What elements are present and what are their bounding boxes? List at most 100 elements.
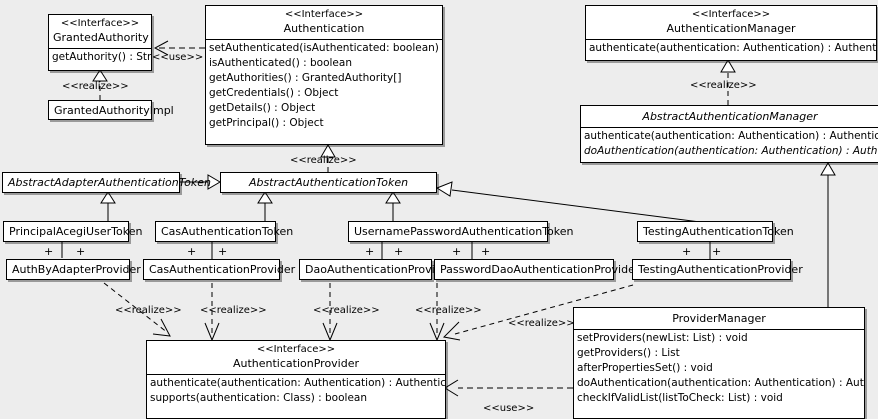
name-compartment: TestingAuthenticationProvider [633,260,803,280]
class-name: AuthenticationProvider [232,357,360,370]
edge-label-use-granted-authority: <<use>> [152,52,204,63]
operation-row: isAuthenticated() : boolean [209,57,352,69]
operation-row: getAuthority() : String [52,51,151,63]
class-name: AuthenticationManager [666,22,796,35]
class-granted-authority[interactable]: <<Interface>> GrantedAuthority getAuthor… [48,14,152,71]
edge-label-realize-dao-provider: <<realize>> [313,305,380,316]
name-compartment: DaoAuthenticationProvider [300,260,453,280]
name-compartment: AuthByAdapterProvider [7,260,141,280]
stereotype-label: <<Interface>> [60,18,140,29]
class-name: PrincipalAcegiUserToken [9,225,143,238]
class-abstract-adapter-authentication-token[interactable]: AbstractAdapterAuthenticationToken [2,172,211,193]
class-testing-authentication-token[interactable]: TestingAuthenticationToken [637,221,794,242]
class-name: ProviderManager [672,312,766,325]
class-cas-authentication-provider[interactable]: CasAuthenticationProvider [143,259,296,280]
operation-row: doAuthentication(authentication: Authent… [577,377,864,389]
edge-label-realize-granted-authority-impl: <<realize>> [62,81,129,92]
operations-compartment: setAuthenticated(isAuthenticated: boolea… [206,39,442,132]
name-compartment: PasswordDaoAuthenticationProvider [435,260,640,280]
class-name: UsernamePasswordAuthenticationToken [354,225,574,238]
class-username-password-authentication-token[interactable]: UsernamePasswordAuthenticationToken [348,221,574,242]
class-testing-authentication-provider[interactable]: TestingAuthenticationProvider [632,259,803,280]
name-compartment: <<Interface>> AuthenticationManager [586,6,876,39]
class-provider-manager[interactable]: ProviderManager setProviders(newList: Li… [573,307,865,419]
class-name: TestingAuthenticationProvider [638,263,803,276]
name-compartment: <<Interface>> GrantedAuthority [49,15,151,48]
operations-compartment: authenticate(authentication: Authenticat… [581,127,878,160]
edge-label-realize-password-dao-provider: <<realize>> [415,305,482,316]
name-compartment: TestingAuthenticationToken [638,222,794,242]
operations-compartment: getAuthority() : String [49,48,151,66]
class-name: PasswordDaoAuthenticationProvider [440,263,640,276]
association-marker-plus: + [187,245,197,258]
class-name: GrantedAuthority [53,31,149,44]
class-name: TestingAuthenticationToken [643,225,794,238]
association-marker-plus: + [76,245,86,258]
class-name: DaoAuthenticationProvider [305,263,453,276]
class-name: AbstractAuthenticationManager [642,110,818,123]
name-compartment: GrantedAuthorityImpl [49,101,174,121]
name-compartment: ProviderManager [574,308,864,329]
class-password-dao-authentication-provider[interactable]: PasswordDaoAuthenticationProvider [434,259,640,280]
name-compartment: AbstractAuthenticationToken [221,173,436,193]
operation-row: authenticate(authentication: Authenticat… [589,42,876,54]
name-compartment: AbstractAdapterAuthenticationToken [3,173,211,193]
class-name: GrantedAuthorityImpl [54,104,174,117]
class-name: AuthByAdapterProvider [12,263,141,276]
association-marker-plus: + [712,245,722,258]
operation-row: checkIfValidList(listToCheck: List) : vo… [577,392,783,404]
edge-label-realize-abstract-authentication-token: <<realize>> [290,155,357,166]
class-name: AbstractAuthenticationToken [248,176,409,189]
edge-label-realize-authentication-manager: <<realize>> [690,80,757,91]
operation-row: getDetails() : Object [209,102,316,114]
association-marker-plus: + [394,245,404,258]
class-abstract-authentication-manager[interactable]: AbstractAuthenticationManager authentica… [580,105,878,163]
operations-compartment: setProviders(newList: List) : void getPr… [574,329,864,407]
class-name: Authentication [283,22,365,35]
class-name: CasAuthenticationProvider [149,263,296,276]
edge-label-use-provider-manager: <<use>> [483,403,535,414]
edge-label-realize-testing-provider: <<realize>> [508,318,575,329]
class-authentication[interactable]: <<Interface>> Authentication setAuthenti… [205,5,443,145]
name-compartment: PrincipalAcegiUserToken [4,222,143,242]
class-authentication-provider[interactable]: <<Interface>> AuthenticationProvider aut… [146,340,446,419]
name-compartment: <<Interface>> AuthenticationProvider [147,341,445,374]
name-compartment: CasAuthenticationProvider [144,260,296,280]
operations-compartment: authenticate(authentication: Authenticat… [147,374,445,407]
class-authentication-manager[interactable]: <<Interface>> AuthenticationManager auth… [585,5,877,61]
name-compartment: <<Interface>> Authentication [206,6,442,39]
operation-row: afterPropertiesSet() : void [577,362,713,374]
class-cas-authentication-token[interactable]: CasAuthenticationToken [155,221,294,242]
name-compartment: UsernamePasswordAuthenticationToken [349,222,574,242]
name-compartment: AbstractAuthenticationManager [581,106,878,127]
class-auth-by-adapter-provider[interactable]: AuthByAdapterProvider [6,259,141,280]
class-dao-authentication-provider[interactable]: DaoAuthenticationProvider [299,259,453,280]
association-marker-plus: + [218,245,228,258]
operation-row: getProviders() : List [577,347,680,359]
class-granted-authority-impl[interactable]: GrantedAuthorityImpl [48,100,174,121]
stereotype-label: <<Interface>> [256,344,336,355]
association-marker-plus: + [682,245,692,258]
operation-row: getPrincipal() : Object [209,117,324,129]
stereotype-label: <<Interface>> [284,9,364,20]
association-marker-plus: + [44,245,54,258]
operation-row: setAuthenticated(isAuthenticated: boolea… [209,42,442,54]
class-name: AbstractAdapterAuthenticationToken [8,176,211,189]
operation-row: authenticate(authentication: Authenticat… [150,377,445,389]
class-abstract-authentication-token[interactable]: AbstractAuthenticationToken [220,172,437,193]
edge-label-realize-auth-by-adapter-provider: <<realize>> [115,305,182,316]
stereotype-label: <<Interface>> [691,9,771,20]
operation-row: setProviders(newList: List) : void [577,332,748,344]
operation-row: doAuthentication(authentication: Authent… [584,145,878,157]
operation-row: getCredentials() : Object [209,87,339,99]
operations-compartment: authenticate(authentication: Authenticat… [586,39,876,57]
association-marker-plus: + [481,245,491,258]
operation-row: supports(authentication: Class) : boolea… [150,392,367,404]
class-name: CasAuthenticationToken [161,225,294,238]
class-principal-acegi-user-token[interactable]: PrincipalAcegiUserToken [3,221,143,242]
operation-row: getAuthorities() : GrantedAuthority[] [209,72,402,84]
association-marker-plus: + [365,245,375,258]
operation-row: authenticate(authentication: Authenticat… [584,130,878,142]
edge-label-realize-cas-provider: <<realize>> [200,305,267,316]
name-compartment: CasAuthenticationToken [156,222,294,242]
